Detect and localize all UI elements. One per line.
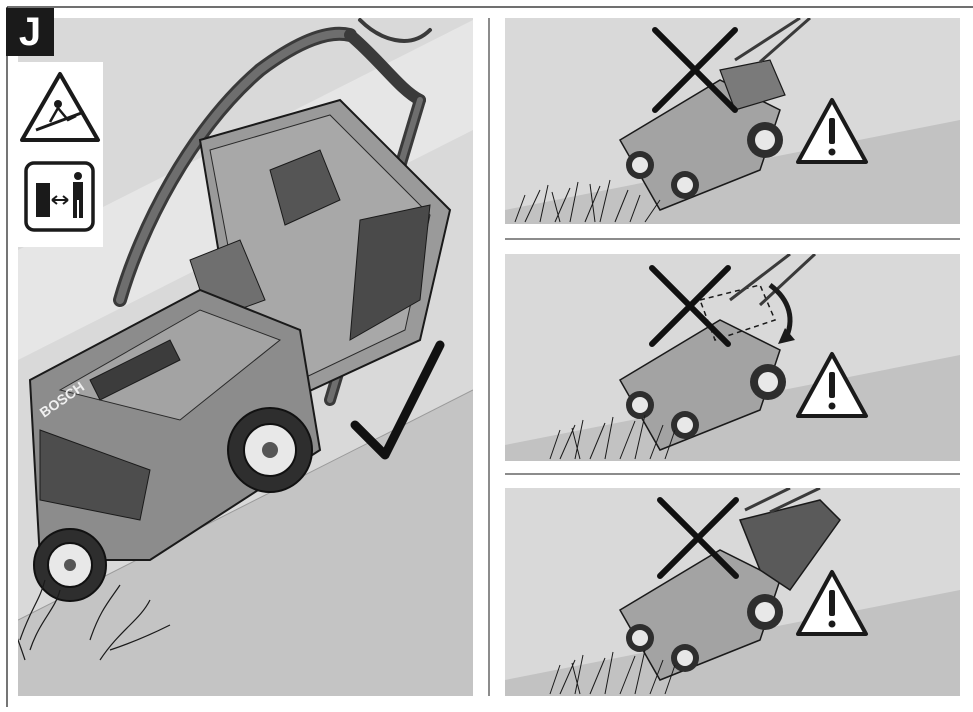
front-wheel [34, 529, 106, 601]
panel-2-incorrect [505, 254, 960, 461]
rear-wheel [228, 408, 312, 492]
panel-1-incorrect [505, 18, 960, 224]
panel-3-incorrect [505, 488, 960, 696]
keep-safe-distance-icon [26, 163, 93, 230]
step-letter-badge: J [6, 8, 54, 56]
